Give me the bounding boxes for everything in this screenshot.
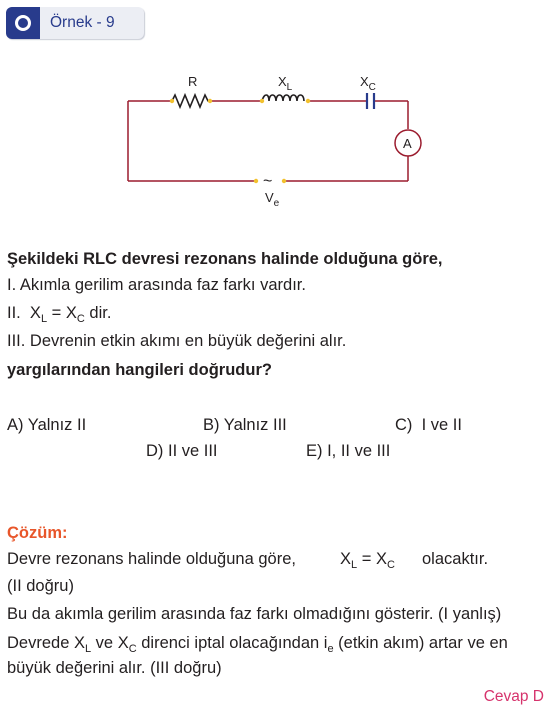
inductor-label: XL [278,74,293,93]
source-label: Ve [265,190,280,209]
solution-line-1: Devre rezonans halinde olduğuna göre, [7,550,296,568]
statement-2: II. XL = XC dir. [7,304,112,325]
statement-1: I. Akımla gerilim arasında faz farkı var… [7,276,306,294]
statement-3: III. Devrenin etkin akımı en büyük değer… [7,332,347,350]
badge-tab [6,7,40,39]
junction-nodes [169,98,311,184]
solution-line-4: Devrede XL ve XC direnci iptal olacağınd… [7,634,508,655]
example-badge: Örnek - 9 [6,7,144,39]
question-prompt: yargılarından hangileri doğrudur? [7,361,272,379]
capacitor-label: XC [360,74,376,93]
solution-line-2: (II doğru) [7,577,74,595]
option-c: C) I ve II [395,416,462,434]
capacitor-symbol [365,93,376,109]
option-e: E) I, II ve III [306,442,391,460]
option-d: D) II ve III [146,442,218,460]
option-b: B) Yalnız III [203,416,287,434]
badge-label: Örnek - 9 [50,14,115,31]
ammeter-circle [394,129,422,157]
solution-line-3: Bu da akımla gerilim arasında faz farkı … [7,605,502,623]
solution-line-1-end: olacaktır. [422,550,489,568]
resistor-symbol [171,92,210,110]
inductor-symbol [261,94,305,102]
ammeter-label: A [403,136,412,151]
rlc-circuit-diagram: R XL XC A ~ Ve [127,74,422,209]
solution-line-1-formula: XL = XC [340,550,395,571]
resistor-label: R [188,74,197,89]
solution-heading: Çözüm: [7,524,68,542]
option-a: A) Yalnız II [7,416,87,434]
answer-label: Cevap D [483,688,544,705]
question-stem: Şekildeki RLC devresi rezonans halinde o… [7,250,443,268]
solution-line-5: büyük değerini alır. (III doğru) [7,659,222,677]
circle-icon [15,15,31,31]
source-symbol: ~ [263,173,272,190]
